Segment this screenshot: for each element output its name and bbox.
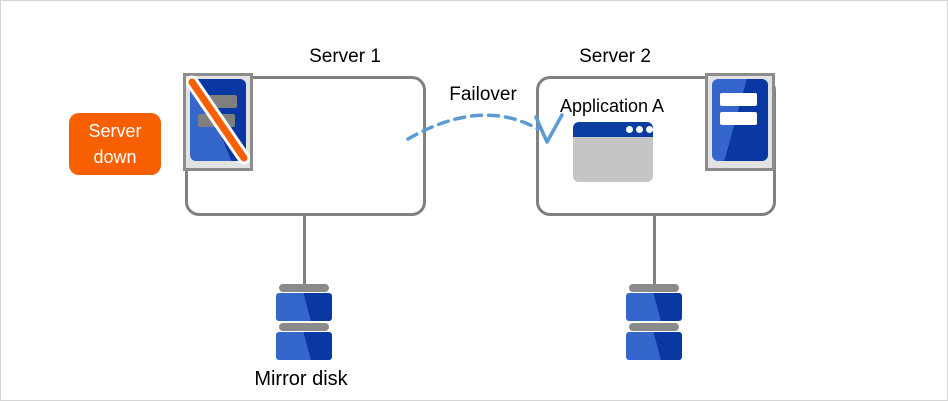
- window-dot-icon: [646, 126, 653, 133]
- server-down-icon: [185, 74, 251, 171]
- window-dot-icon: [636, 126, 643, 133]
- disk-platter: [626, 293, 682, 321]
- disk-bar: [629, 323, 679, 331]
- window-dot-icon: [626, 126, 633, 133]
- server2-title: Server 2: [579, 46, 651, 67]
- server1-disk-connector: [303, 214, 306, 285]
- disk-platter: [276, 332, 332, 360]
- disk-platter: [626, 332, 682, 360]
- application-label: Application A: [559, 96, 665, 116]
- mirror-disk-label: Mirror disk: [254, 368, 348, 390]
- server2-disk-connector: [653, 214, 656, 285]
- mirror-disk-icon: [626, 284, 682, 362]
- failover-label: Failover: [449, 84, 517, 105]
- failover-dashed-arrow-icon: [406, 113, 564, 144]
- disk-platter: [276, 293, 332, 321]
- server-down-badge: Server down: [69, 113, 161, 175]
- mirror-disk-icon: [276, 284, 332, 362]
- server-icon: [708, 74, 772, 171]
- disk-bar: [279, 284, 329, 292]
- disk-bar: [629, 284, 679, 292]
- app-window-titlebar: [573, 122, 653, 137]
- server1-title: Server 1: [309, 46, 381, 67]
- server1-icon-panel: [183, 73, 253, 171]
- server2-icon-panel: [705, 73, 775, 171]
- app-window-icon: [573, 122, 653, 182]
- disk-bar: [279, 323, 329, 331]
